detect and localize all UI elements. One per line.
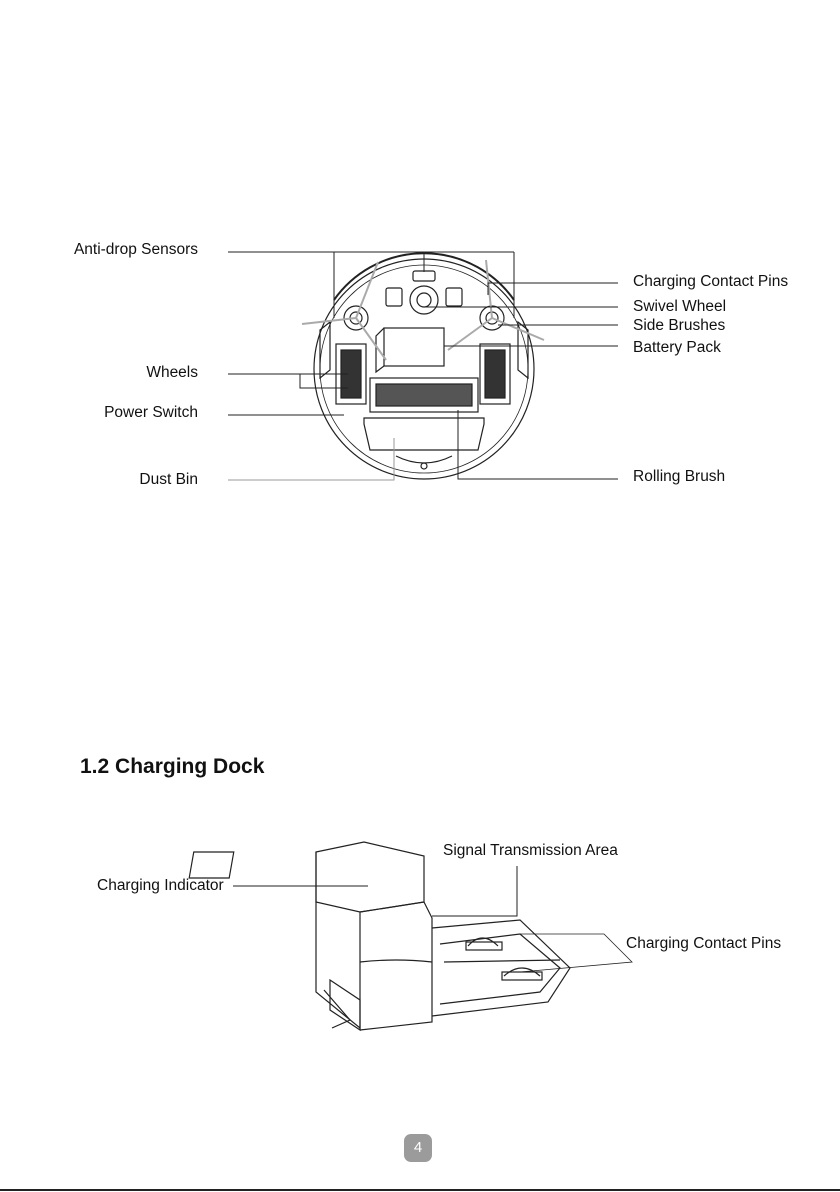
label-signal-transmission-area: Signal Transmission Area [443, 842, 618, 860]
label-anti-drop-sensors: Anti-drop Sensors [40, 241, 198, 259]
section-title: 1.2 Charging Dock [80, 755, 264, 779]
label-charging-contact-pins: Charging Contact Pins [633, 273, 788, 291]
label-dust-bin: Dust Bin [40, 471, 198, 489]
label-dock-charging-contact-pins: Charging Contact Pins [626, 935, 781, 953]
page-number: 4 [404, 1134, 432, 1162]
label-charging-indicator: Charging Indicator [97, 877, 224, 895]
label-rolling-brush: Rolling Brush [633, 468, 725, 486]
label-swivel-wheel: Swivel Wheel [633, 298, 726, 316]
label-power-switch: Power Switch [40, 404, 198, 422]
label-side-brushes: Side Brushes [633, 317, 725, 335]
label-battery-pack: Battery Pack [633, 339, 721, 357]
bottom-rule [0, 1189, 840, 1191]
label-wheels: Wheels [40, 364, 198, 382]
